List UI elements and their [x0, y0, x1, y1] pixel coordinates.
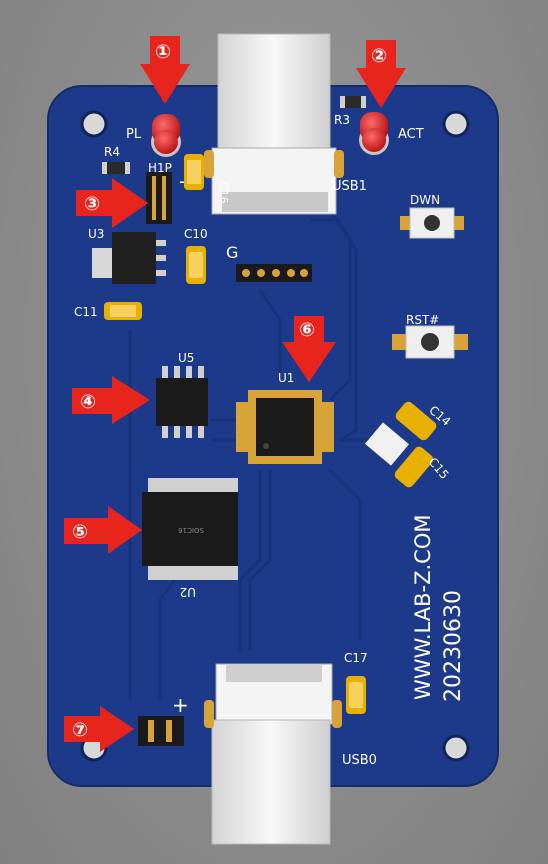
- act-label: ACT: [398, 127, 424, 142]
- callout-4: ④: [72, 376, 150, 424]
- dwn-button-part: [400, 207, 464, 239]
- svg-text:⑦: ⑦: [72, 719, 88, 741]
- rst-button-part: [392, 325, 468, 359]
- usb1-connector: [204, 33, 344, 215]
- u1-chip: [236, 390, 334, 464]
- h1p-label: H1P: [148, 161, 172, 175]
- bottom-header: [138, 716, 184, 746]
- c16-label: C16: [217, 182, 230, 204]
- pl-label: PL: [126, 127, 142, 142]
- plus-bottom-label: +: [172, 693, 189, 717]
- callout-5: ⑤: [64, 506, 142, 554]
- date-text: 20230630: [441, 590, 466, 702]
- r3-resistor: [340, 96, 366, 108]
- act-led: [359, 112, 389, 155]
- g-header: [236, 264, 312, 282]
- r3-label: R3: [334, 113, 350, 127]
- g-label: G: [226, 243, 238, 262]
- c17-label: C17: [344, 651, 368, 665]
- u1-label: U1: [278, 371, 294, 385]
- r4-label: R4: [104, 145, 120, 159]
- usb1-label: USB1: [332, 179, 367, 194]
- svg-text:⑥: ⑥: [299, 319, 315, 341]
- crystal-group: [364, 401, 437, 488]
- callout-3: ③: [76, 178, 148, 228]
- callout-2: ②: [356, 40, 406, 108]
- u5-chip: [156, 366, 208, 438]
- c10-capacitor: [186, 246, 206, 284]
- svg-text:③: ③: [84, 193, 100, 215]
- u2-chip: [142, 478, 238, 580]
- c16-capacitor: [184, 154, 204, 190]
- pl-led: [151, 114, 181, 157]
- callout-7: ⑦: [64, 706, 134, 752]
- c11-label: C11: [74, 305, 98, 319]
- u3-label: U3: [88, 227, 104, 241]
- usb0-label: USB0: [342, 753, 377, 768]
- svg-text:①: ①: [155, 41, 171, 63]
- u2-label: U2: [180, 585, 196, 599]
- u5-label: U5: [178, 351, 194, 365]
- h1p-jumper: [146, 172, 172, 224]
- c11-capacitor: [104, 302, 142, 320]
- svg-text:④: ④: [80, 391, 96, 413]
- callout-1: ①: [140, 36, 190, 104]
- usb0-connector: [204, 663, 342, 845]
- c10-label: C10: [184, 227, 208, 241]
- c17-capacitor: [346, 676, 366, 714]
- website-text: WWW.LAB-Z.COM: [411, 515, 435, 700]
- svg-text:②: ②: [371, 45, 387, 67]
- r4-resistor: [102, 162, 130, 174]
- dwn-label: DWN: [410, 193, 440, 207]
- callout-6: ⑥: [282, 316, 336, 382]
- u3-regulator: [92, 232, 166, 284]
- rst-label: RST#: [406, 313, 439, 327]
- u2-package-label: SOIC16: [178, 526, 204, 534]
- svg-text:⑤: ⑤: [72, 521, 88, 543]
